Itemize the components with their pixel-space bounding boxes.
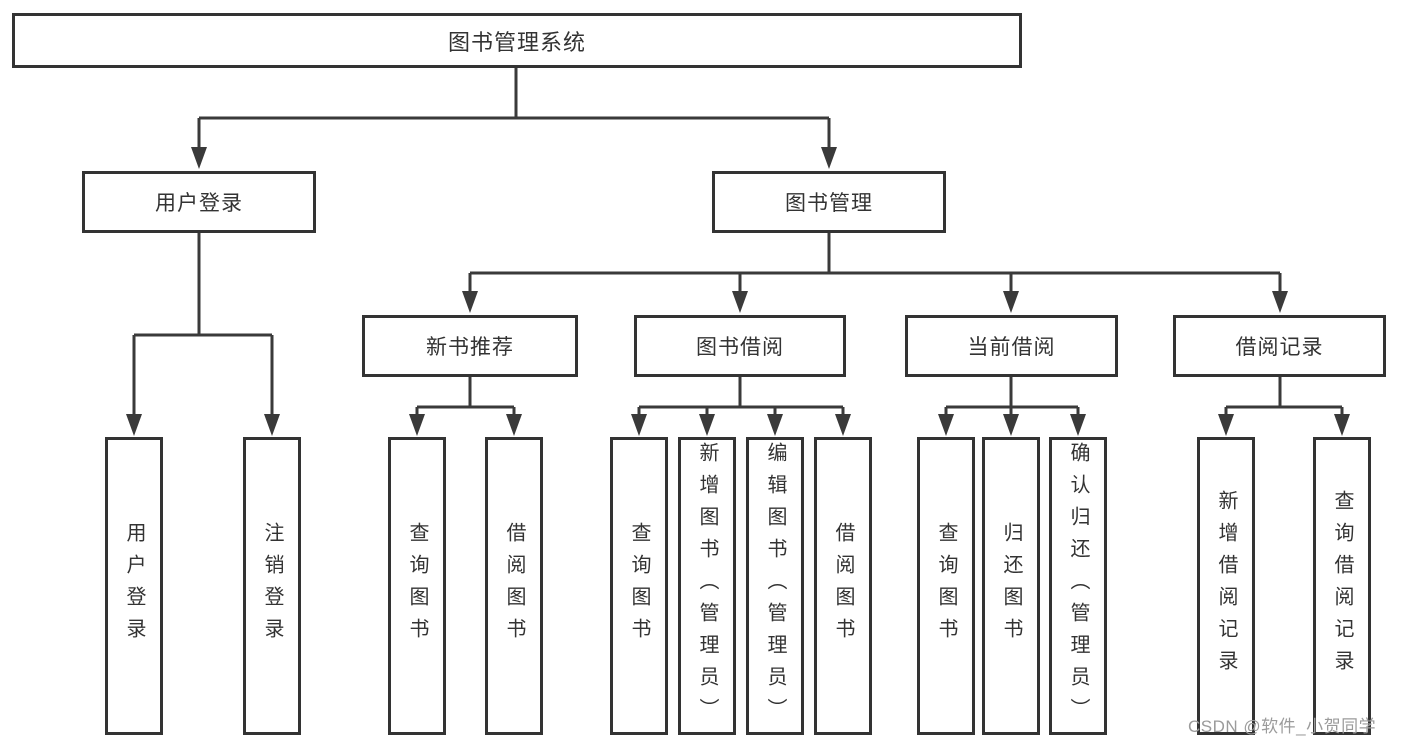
node-label: 用户登录 bbox=[123, 522, 145, 650]
node-label: 确认归还（管理员） bbox=[1067, 442, 1089, 730]
node-label: 新增借阅记录 bbox=[1215, 490, 1237, 682]
node-label: 编辑图书（管理员） bbox=[764, 442, 786, 730]
node-label: 用户登录 bbox=[155, 192, 243, 215]
leaf-add-borrow-record: 新增借阅记录 bbox=[1197, 437, 1255, 735]
leaf-query-books-recommend: 查询图书 bbox=[388, 437, 446, 735]
watermark-text: CSDN @软件_小贺同学 bbox=[1188, 717, 1377, 736]
node-user-login-branch: 用户登录 bbox=[82, 171, 316, 233]
leaf-logout: 注销登录 bbox=[243, 437, 301, 735]
node-label: 图书管理系统 bbox=[447, 29, 586, 55]
node-label: 图书借阅 bbox=[696, 336, 784, 359]
node-label: 查询图书 bbox=[406, 522, 428, 650]
node-label: 当前借阅 bbox=[967, 336, 1056, 359]
node-borrowing-records: 借阅记录 bbox=[1173, 315, 1386, 377]
node-label: 查询借阅记录 bbox=[1331, 490, 1353, 682]
arrowhead-icons bbox=[126, 147, 1350, 436]
leaf-return-books: 归还图书 bbox=[982, 437, 1040, 735]
node-label: 新增图书（管理员） bbox=[696, 442, 718, 730]
leaf-edit-books-admin: 编辑图书（管理员） bbox=[746, 437, 804, 735]
leaf-borrow-books-borrowing: 借阅图书 bbox=[814, 437, 872, 735]
leaf-add-books-admin: 新增图书（管理员） bbox=[678, 437, 736, 735]
node-label: 注销登录 bbox=[261, 522, 283, 650]
node-label: 借阅记录 bbox=[1235, 336, 1324, 359]
node-label: 新书推荐 bbox=[426, 336, 514, 359]
node-label: 图书管理 bbox=[785, 192, 873, 215]
leaf-query-borrow-record: 查询借阅记录 bbox=[1313, 437, 1371, 735]
leaf-confirm-return-admin: 确认归还（管理员） bbox=[1049, 437, 1107, 735]
node-new-book-recommendation: 新书推荐 bbox=[362, 315, 578, 377]
leaf-borrow-books-recommend: 借阅图书 bbox=[485, 437, 543, 735]
leaf-query-books-borrowing: 查询图书 bbox=[610, 437, 668, 735]
connector-lines bbox=[132, 68, 1344, 416]
leaf-user-login: 用户登录 bbox=[105, 437, 163, 735]
node-label: 借阅图书 bbox=[503, 522, 525, 650]
node-label: 查询图书 bbox=[935, 522, 957, 650]
node-label: 归还图书 bbox=[1000, 522, 1022, 650]
node-library-management-system: 图书管理系统 bbox=[12, 13, 1022, 68]
node-current-borrowing: 当前借阅 bbox=[905, 315, 1118, 377]
leaf-query-books-current: 查询图书 bbox=[917, 437, 975, 735]
node-book-borrowing: 图书借阅 bbox=[634, 315, 846, 377]
node-label: 查询图书 bbox=[628, 522, 650, 650]
node-book-management: 图书管理 bbox=[712, 171, 946, 233]
node-label: 借阅图书 bbox=[832, 522, 854, 650]
